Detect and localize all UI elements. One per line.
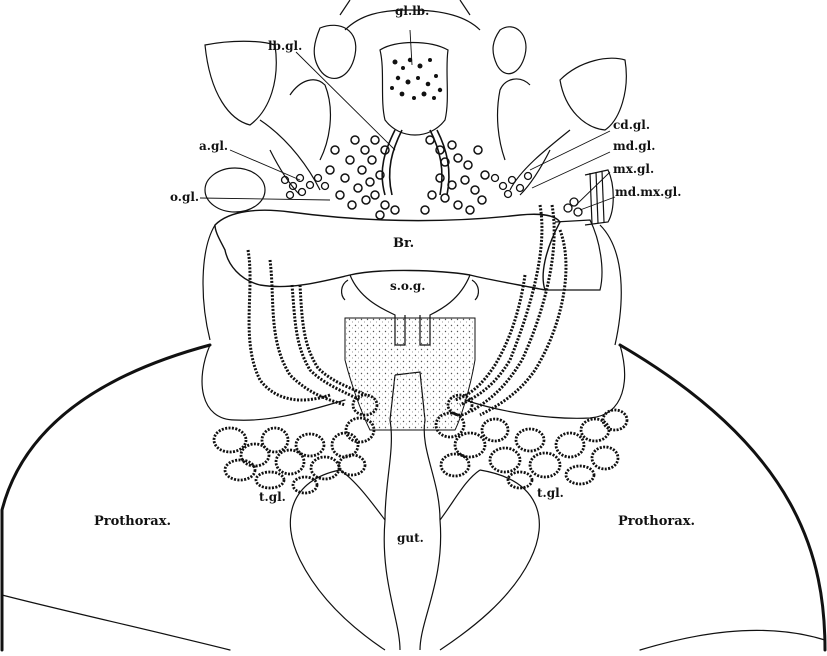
thoracic-gland-coil-right (436, 395, 627, 488)
gland-cluster-left (326, 136, 399, 219)
gland-cluster-right (421, 136, 489, 214)
brain-outline (215, 210, 560, 290)
label-lb-gl: lb.gl. (268, 40, 302, 52)
labial-gland-dots (390, 58, 442, 100)
label-a-gl: a.gl. (199, 140, 228, 152)
maxillary-gland-cluster (492, 173, 583, 217)
md-mx-gland-barrel (585, 170, 613, 225)
label-md-mx-gl: md.mx.gl. (615, 186, 681, 198)
thoracic-gland-coil-left (214, 395, 377, 493)
label-cd-gl: cd.gl. (613, 119, 650, 131)
label-mx-gl: mx.gl. (613, 163, 654, 175)
label-brain: Br. (393, 237, 414, 250)
label-prothorax-right: Prothorax. (618, 515, 695, 528)
antennal-gland-cluster (282, 175, 329, 199)
leader-lines (200, 30, 615, 210)
label-gut: gut. (397, 532, 424, 544)
label-t-gl-right: t.gl. (537, 487, 564, 499)
label-t-gl-left: t.gl. (259, 491, 286, 503)
label-o-gl: o.gl. (170, 191, 199, 203)
central-ducts (382, 130, 449, 195)
label-prothorax-left: Prothorax. (94, 515, 171, 528)
label-gl-lb: gl.lb. (395, 5, 429, 17)
label-s-o-g: s.o.g. (390, 280, 425, 292)
prothorax-left-outline (2, 345, 345, 650)
label-md-gl: md.gl. (613, 140, 655, 152)
